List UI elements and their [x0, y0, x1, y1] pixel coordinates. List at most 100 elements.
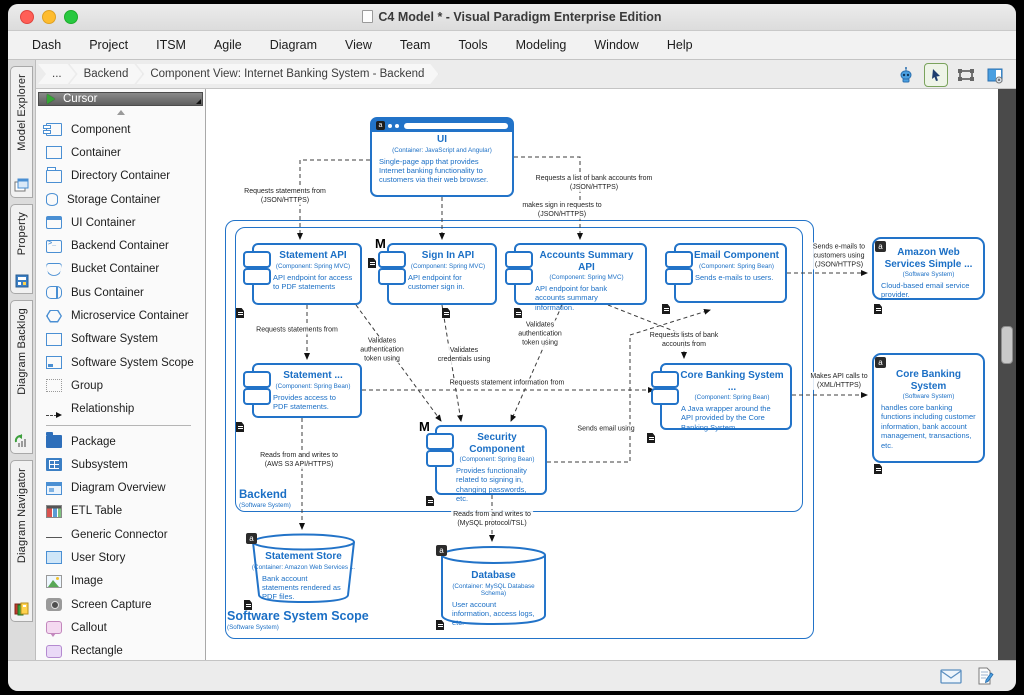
document-note-icon[interactable] — [662, 304, 670, 314]
node-statement-api[interactable]: Statement API (Component: Spring MVC) AP… — [243, 243, 362, 305]
breadcrumb-item[interactable]: Backend — [70, 64, 143, 84]
palette-item[interactable]: Software System Scope — [46, 351, 205, 374]
diagram-canvas[interactable]: Backend (Software System) Software Syste… — [206, 89, 998, 660]
tab-property[interactable]: Property — [10, 204, 33, 294]
palette-item[interactable]: Microservice Container — [46, 304, 205, 327]
edge-label[interactable]: Sends e-mails to customers using (JSON/H… — [810, 242, 868, 270]
palette-item[interactable]: Relationship — [46, 398, 205, 421]
document-note-icon[interactable] — [874, 464, 882, 474]
edge-label[interactable]: Makes API calls to (XML/HTTPS) — [808, 371, 870, 391]
document-note-icon[interactable] — [426, 496, 434, 506]
palette-item[interactable]: Component — [43, 118, 205, 141]
node-accounts-summary-api[interactable]: Accounts Summary API (Component: Spring … — [505, 243, 647, 312]
menu-item[interactable]: Agile — [213, 38, 242, 52]
zoom-button[interactable] — [64, 10, 78, 24]
scrollbar-thumb[interactable] — [1001, 326, 1013, 364]
palette-item[interactable]: Group — [46, 374, 205, 397]
palette-item[interactable]: Rectangle — [46, 640, 205, 660]
node-amazon-web-services[interactable]: Amazon Web Services Simple ... (Software… — [872, 237, 985, 300]
minimize-button[interactable] — [42, 10, 56, 24]
edge-label[interactable]: Requests a list of bank accounts from (J… — [533, 173, 655, 193]
palette-item[interactable]: ETL Table — [46, 500, 205, 523]
close-button[interactable] — [20, 10, 34, 24]
palette-item[interactable]: Generic Connector — [46, 523, 205, 546]
menu-item[interactable]: Team — [399, 38, 431, 52]
edge-label[interactable]: Requests statement information from — [447, 378, 567, 388]
document-note-icon[interactable] — [874, 304, 882, 314]
palette-item[interactable]: Bus Container — [46, 281, 205, 304]
node-statement[interactable]: Statement ... (Component: Spring Bean) P… — [243, 363, 362, 418]
tab-diagram-navigator[interactable]: Diagram Navigator — [10, 460, 33, 622]
menu-item[interactable]: Modeling — [515, 38, 567, 52]
tab-model-explorer[interactable]: Model Explorer — [10, 66, 33, 198]
cursor-tool[interactable]: Cursor — [38, 92, 203, 106]
document-note-icon[interactable] — [442, 308, 450, 318]
palette-item[interactable]: User Story — [46, 546, 205, 569]
palette-item[interactable]: Storage Container — [46, 188, 205, 211]
panel-layout-icon[interactable] — [984, 64, 1006, 86]
palette-item[interactable]: Subsystem — [46, 453, 205, 476]
menu-item[interactable]: Diagram — [269, 38, 317, 52]
palette-item[interactable]: Directory Container — [46, 165, 205, 188]
menu-item[interactable]: Tools — [458, 38, 488, 52]
mail-icon[interactable] — [940, 668, 962, 684]
document-note-icon[interactable] — [436, 620, 444, 630]
node-core-banking-system[interactable]: Core Banking System (Software System) ha… — [872, 353, 985, 463]
document-icon — [362, 10, 374, 23]
edge-label[interactable]: Requests lists of bank accounts from — [647, 330, 721, 350]
menu-item[interactable]: Dash — [32, 38, 62, 52]
palette-item[interactable]: Package — [46, 430, 205, 453]
node-core-banking-facade[interactable]: Core Banking System ... (Component: Spri… — [651, 363, 792, 432]
breadcrumb-item[interactable]: ... — [38, 64, 76, 84]
node-email-component[interactable]: Email Component (Component: Spring Bean)… — [665, 243, 787, 303]
document-note-icon[interactable] — [236, 308, 244, 318]
edge-label[interactable]: Validates authentication token using — [358, 336, 406, 364]
palette-item[interactable]: Diagram Overview — [46, 476, 205, 499]
palette-item[interactable]: Backend Container — [46, 234, 205, 257]
document-note-icon[interactable] — [647, 433, 655, 443]
menu-item[interactable]: View — [345, 38, 372, 52]
palette-item[interactable]: Software System — [46, 328, 205, 351]
palette-item[interactable]: Callout — [46, 616, 205, 639]
node-ui[interactable]: a UI (Container: JavaScript and Angular)… — [370, 117, 514, 197]
pointer-tool-icon[interactable] — [924, 63, 948, 87]
container-icon — [46, 146, 62, 160]
edge-label[interactable]: makes sign in requests to (JSON/HTTPS) — [520, 200, 604, 220]
edge-label[interactable]: Reads from and writes to (MySQL protocol… — [451, 509, 533, 529]
microservice-icon — [46, 309, 62, 323]
document-note-icon[interactable] — [236, 422, 244, 432]
palette-item[interactable]: Bucket Container — [46, 258, 205, 281]
palette-item[interactable]: Image — [46, 570, 205, 593]
document-note-icon[interactable] — [514, 308, 522, 318]
palette-item[interactable]: UI Container — [46, 211, 205, 234]
edge-label[interactable]: Validates credentials using — [435, 345, 493, 365]
edge-label[interactable]: Requests statements from — [254, 325, 340, 335]
document-note-icon[interactable] — [244, 600, 252, 610]
breadcrumb-item[interactable]: Component View: Internet Banking System … — [136, 64, 438, 84]
container-software-system-scope[interactable] — [225, 220, 814, 639]
edit-document-icon[interactable] — [976, 667, 994, 685]
palette-item[interactable]: Container — [46, 141, 205, 164]
node-sign-in-api[interactable]: Sign In API (Component: Spring MVC) API … — [378, 243, 497, 305]
node-security-component[interactable]: Security Component (Component: Spring Be… — [426, 425, 547, 503]
edge-label[interactable]: Sends email using — [575, 424, 637, 434]
node-statement-store[interactable]: Statement Store (Container: Amazon Web S… — [250, 533, 357, 605]
ai-robot-icon[interactable] — [895, 64, 917, 86]
menu-item[interactable]: ITSM — [156, 38, 186, 52]
edge-label[interactable]: Reads from and writes to (AWS S3 API/HTT… — [258, 450, 340, 470]
node-database[interactable]: Database (Container: MySQL Database Sche… — [440, 545, 547, 627]
menu-item[interactable]: Help — [666, 38, 693, 52]
edge-label[interactable]: Validates authentication token using — [516, 320, 564, 348]
menu-item[interactable]: Window — [594, 38, 639, 52]
menu-item[interactable]: Project — [89, 38, 129, 52]
tab-diagram-backlog[interactable]: Diagram Backlog — [10, 300, 33, 454]
fit-frame-icon[interactable] — [955, 64, 977, 86]
scroll-up-icon — [116, 109, 125, 115]
palette-item[interactable]: Screen Capture — [46, 593, 205, 616]
vertical-scrollbar[interactable] — [998, 89, 1016, 660]
palette-scroll-up[interactable] — [36, 106, 205, 118]
model-badge: a — [436, 545, 447, 556]
edge-label[interactable]: Requests statements from (JSON/HTTPS) — [242, 186, 328, 206]
document-note-icon[interactable] — [368, 258, 376, 268]
